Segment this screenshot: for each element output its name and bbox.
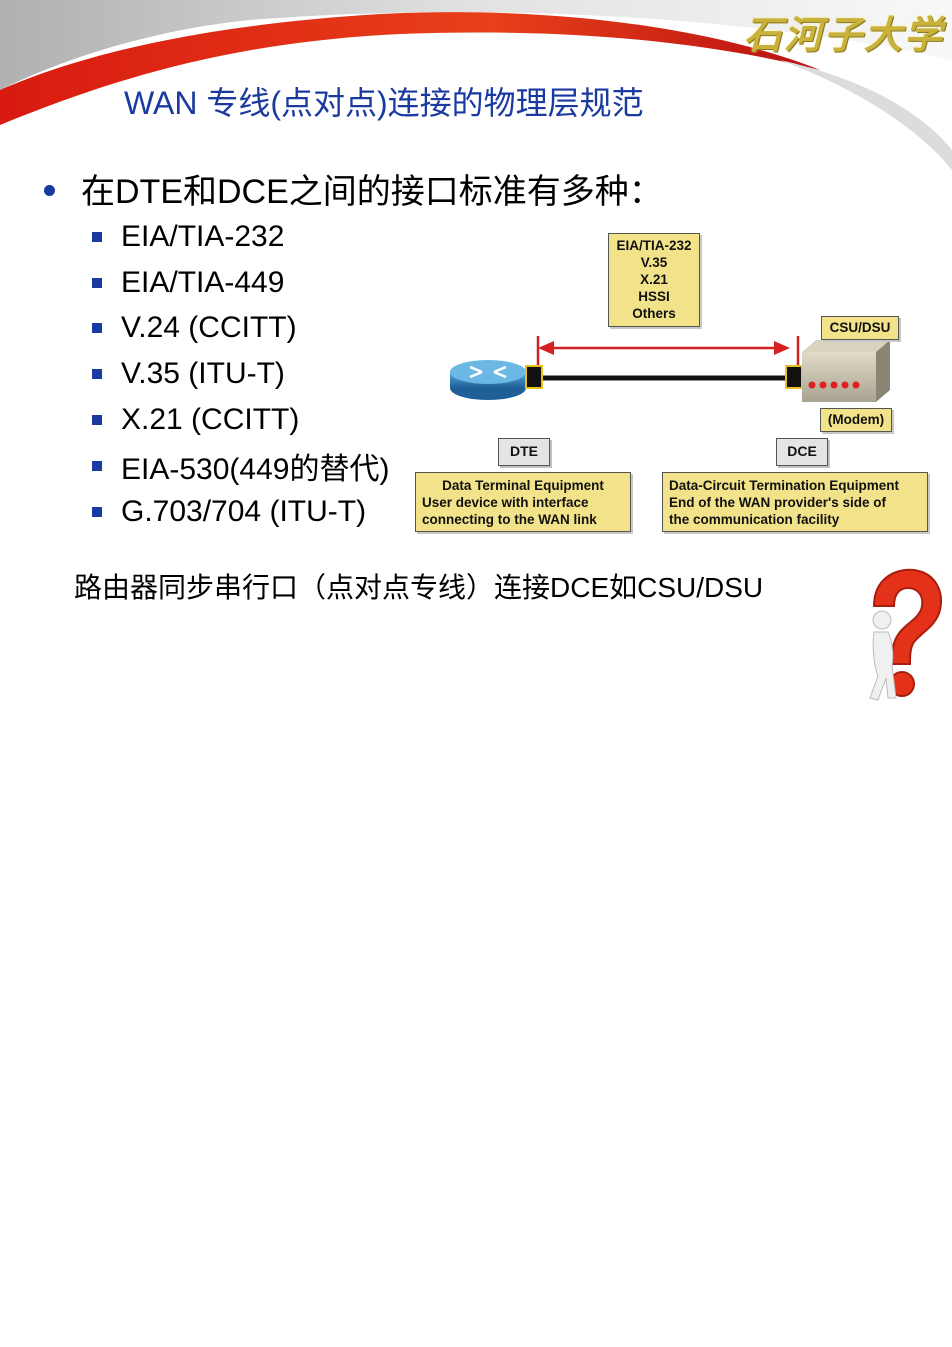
dte-desc-line: Data Terminal Equipment [442,478,604,493]
standard-label: V.35 (ITU-T) [121,357,285,391]
bullet-square [92,231,102,242]
modem-label: (Modem) [820,408,892,432]
standards-box: EIA/TIA-232 V.35 X.21 HSSI Others [608,233,700,327]
bullet-square [92,415,102,426]
standards-box-line: HSSI [638,289,670,304]
list-item: V.35 (ITU-T) [92,351,389,397]
dte-desc-line: User device with interface [422,495,589,510]
standard-label: G.703/704 (ITU-T) [121,494,367,528]
page-title: WAN 专线(点对点)连接的物理层规范 [124,85,644,121]
csu-dsu-icon [802,340,890,402]
list-item: V.24 (CCITT) [92,306,389,352]
dce-description: Data-Circuit Termination Equipment End o… [662,472,928,532]
bullet-square [92,323,102,334]
standards-box-line: V.35 [640,255,668,270]
router-icon [450,360,526,400]
footer-text: 路由器同步串行口（点对点专线）连接DCE如CSU/DSU [74,572,764,603]
list-item: EIA/TIA-232 [92,214,389,260]
bullet-square [92,277,102,288]
dte-desc-line: connecting to the WAN link [422,512,597,527]
dte-description: Data Terminal Equipment User device with… [415,472,631,532]
school-logo: 石河子大学 [743,12,944,57]
list-item: G.703/704 (ITU-T) [92,489,389,535]
standards-box-line: EIA/TIA-232 [616,238,692,253]
standards-box-line: X.21 [640,272,668,287]
standard-label: EIA-530(449的替代) [121,452,390,486]
dte-dce-diagram: EIA/TIA-232 V.35 X.21 HSSI Others CSU/DS… [412,226,936,538]
standard-label: EIA/TIA-449 [121,265,285,299]
standards-list: EIA/TIA-232 EIA/TIA-449 V.24 (CCITT) V.3… [92,214,389,535]
dce-desc-line: End of the WAN provider's side of [669,495,886,510]
header-swoosh [0,0,952,200]
dce-connector [785,365,803,389]
dce-label: DCE [776,438,828,466]
dte-label: DTE [498,438,550,466]
csu-dsu-label: CSU/DSU [821,316,899,340]
dte-connector [525,365,543,389]
main-bullet: 在DTE和DCE之间的接口标准有多种： [44,164,663,213]
list-item: EIA/TIA-449 [92,260,389,306]
main-bullet-text: 在DTE和DCE之间的接口标准有多种： [81,173,663,211]
dce-desc-line: the communication facility [669,512,840,527]
dce-desc-line: Data-Circuit Termination Equipment [669,478,900,493]
list-item: X.21 (CCITT) [92,397,389,443]
standard-label: X.21 (CCITT) [121,403,300,437]
question-mark-icon [852,566,944,704]
standard-label: EIA/TIA-232 [121,219,285,253]
standard-label: V.24 (CCITT) [121,311,297,345]
bullet-dot [44,185,55,196]
bullet-square [92,460,102,471]
list-item: EIA-530(449的替代) [92,443,389,489]
interface-arrow [536,336,800,366]
standards-box-line: Others [632,306,676,321]
bullet-square [92,369,102,380]
bullet-square [92,506,102,517]
